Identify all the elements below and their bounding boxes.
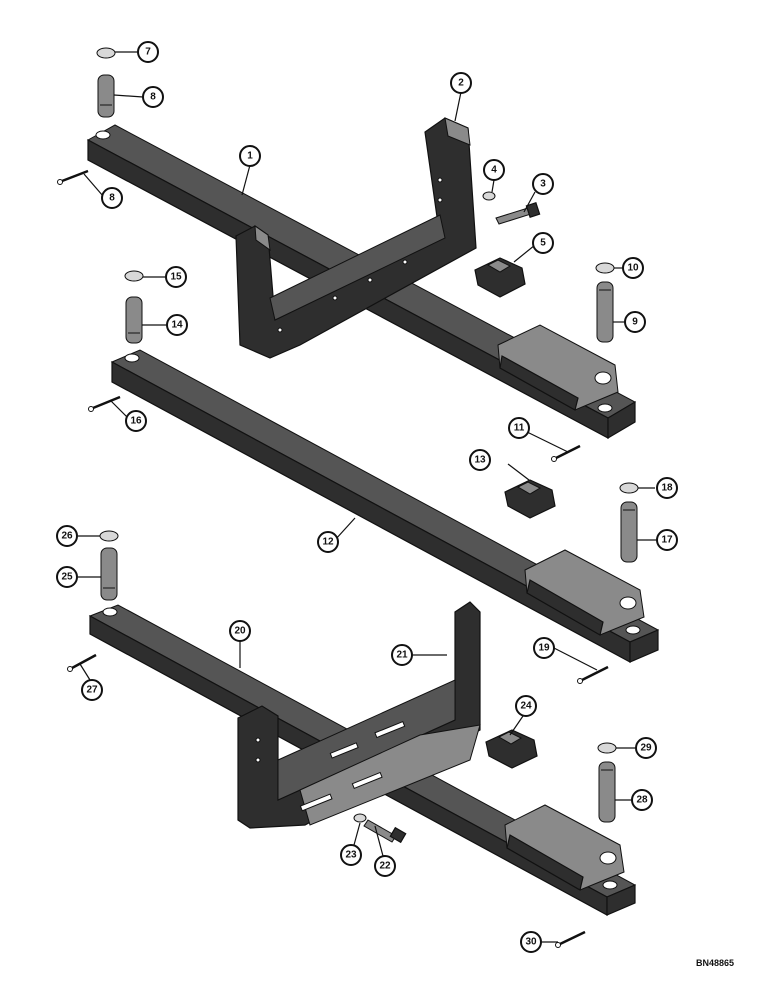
svg-text:8: 8 [150,92,156,103]
snap-ring-10 [595,262,615,274]
cotter-pin-27 [67,653,97,672]
svg-text:5: 5 [540,238,546,249]
pin-9 [596,281,614,343]
callout-22: 22 [374,855,396,877]
callout-14: 14 [166,314,188,336]
reference-code: BN48865 [696,958,735,968]
cotter-pin-11 [551,444,581,462]
callout-17: 17 [656,529,678,551]
cotter-pin-19 [577,665,609,684]
cotter-pin-16 [88,395,121,412]
svg-text:13: 13 [474,455,486,466]
callout-4: 4 [483,159,505,181]
svg-text:30: 30 [525,937,537,948]
callout-5: 5 [532,232,554,254]
bolt-22 [363,819,407,844]
svg-text:12: 12 [322,537,334,548]
spacer-24 [485,729,538,769]
clevis-top [497,324,619,411]
callout-8-lower: 8 [101,187,123,209]
svg-text:15: 15 [170,272,182,283]
washer-23 [353,813,367,823]
svg-text:17: 17 [661,535,673,546]
snap-ring-26 [99,530,119,542]
callout-2: 2 [450,72,472,94]
cotter-pin-6 [57,169,89,185]
svg-text:27: 27 [86,685,98,696]
spacer-13 [504,479,556,519]
svg-text:16: 16 [130,416,142,427]
svg-text:8: 8 [109,193,115,204]
support-bracket-bottom [237,601,481,829]
callout-24: 24 [515,695,537,717]
callout-3: 3 [532,173,554,195]
clevis-middle [524,549,645,636]
callout-25: 25 [56,566,78,588]
snap-ring-7 [96,47,116,59]
callout-20: 20 [229,620,251,642]
drawbar-middle [110,349,660,664]
snap-ring-15 [124,270,144,282]
svg-text:18: 18 [661,483,673,494]
callout-30: 30 [520,931,542,953]
pin-17 [620,501,638,563]
callout-16: 16 [125,410,147,432]
snap-ring-18 [619,482,639,494]
svg-text:7: 7 [145,47,151,58]
svg-text:4: 4 [491,165,497,176]
snap-ring-29 [597,742,617,754]
callout-12: 12 [317,531,339,553]
pin-25 [100,547,118,601]
callout-15: 15 [165,266,187,288]
pin-28 [598,761,616,823]
callout-19: 19 [533,637,555,659]
svg-text:22: 22 [379,861,391,872]
svg-text:19: 19 [538,643,550,654]
svg-text:2: 2 [458,78,464,89]
washer-4 [482,191,496,201]
callout-21: 21 [391,644,413,666]
callout-28: 28 [631,789,653,811]
callout-23: 23 [340,844,362,866]
pin-14 [125,296,143,344]
svg-text:24: 24 [520,701,532,712]
callout-10: 10 [622,257,644,279]
svg-text:3: 3 [540,179,546,190]
svg-text:9: 9 [632,317,638,328]
callout-1: 1 [239,145,261,167]
svg-text:21: 21 [396,650,408,661]
leader-lines [78,51,657,943]
clevis-bottom [504,804,625,891]
callout-7: 7 [137,41,159,63]
cotter-pin-30 [555,930,586,948]
callout-11: 11 [508,417,530,439]
svg-text:29: 29 [640,743,652,754]
svg-text:23: 23 [345,850,357,861]
svg-text:14: 14 [171,320,183,331]
svg-text:26: 26 [61,531,73,542]
svg-text:20: 20 [234,626,246,637]
callout-9: 9 [624,311,646,333]
callout-26: 26 [56,525,78,547]
support-bracket-top [235,117,477,359]
callout-18: 18 [656,477,678,499]
callout-13: 13 [469,449,491,471]
bolt-3 [495,201,541,225]
svg-text:11: 11 [514,423,525,434]
spacer-5 [474,257,526,298]
svg-text:25: 25 [61,572,73,583]
callout-29: 29 [635,737,657,759]
pin-8 [97,74,115,118]
svg-text:1: 1 [247,151,253,162]
svg-text:10: 10 [627,263,639,274]
callout-8: 8 [142,86,164,108]
callout-27: 27 [81,679,103,701]
svg-text:28: 28 [636,795,648,806]
